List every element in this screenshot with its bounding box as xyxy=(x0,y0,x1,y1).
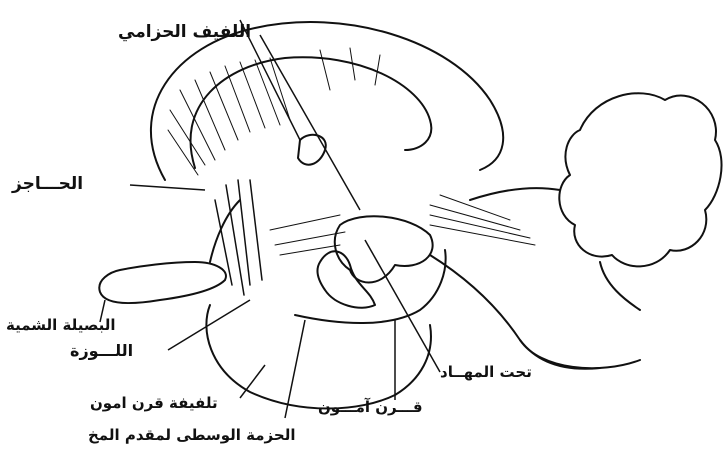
label-medial-forebrain-bundle: الحزمة الوسطى لمقدم المخ xyxy=(88,428,295,443)
label-hippocampal-gyrus: تلفيفة قرن امون xyxy=(90,396,218,411)
fornix xyxy=(298,135,326,165)
hippocampus-inner xyxy=(318,251,375,307)
label-hypothalamus: تحت المهــاد xyxy=(440,365,532,380)
label-amygdala: اللـــوزة xyxy=(70,343,133,359)
septal-columns xyxy=(215,180,262,295)
hypothalamus-hatching xyxy=(270,195,535,255)
leader-mfb xyxy=(285,320,305,418)
leader-hypothalamus xyxy=(365,240,440,372)
label-olfactory-bulb: البصيلة الشمية xyxy=(6,318,116,333)
label-septum: الحـــاجز xyxy=(12,176,83,193)
olfactory-bulb xyxy=(99,262,226,303)
label-cingulate-gyrus: اللفيف الحزامي xyxy=(118,24,251,41)
brainstem-upper xyxy=(470,188,560,200)
label-hippocampus: قـــرن آمـــون xyxy=(318,400,423,415)
brainstem xyxy=(430,255,640,368)
temporal-lobe-outline xyxy=(206,305,431,409)
cerebellum-stem xyxy=(600,262,640,310)
cingulate-hatching xyxy=(168,48,380,175)
cerebellum xyxy=(559,93,721,266)
leader-septum xyxy=(130,185,205,190)
